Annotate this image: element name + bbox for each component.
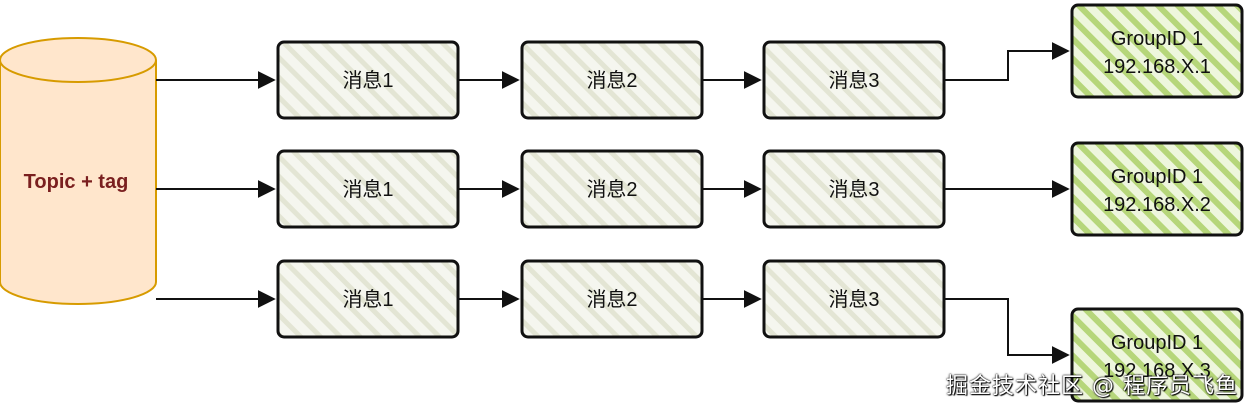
group-box: GroupID 1 192.168.X.1	[1070, 3, 1244, 99]
message-row: 消息1 消息2 消息3 GroupID 1 192.168.X.1	[156, 3, 1244, 120]
group-name: GroupID 1	[1111, 28, 1203, 50]
group-box: GroupID 1 192.168.X.3	[1070, 307, 1244, 403]
group-box-shape	[1070, 141, 1244, 237]
message-box: 消息1	[276, 259, 460, 339]
group-ip: 192.168.X.3	[1103, 360, 1211, 382]
group-box: GroupID 1 192.168.X.2	[1070, 141, 1244, 237]
message-label: 消息3	[828, 178, 879, 201]
message-label: 消息1	[342, 69, 393, 92]
message-box: 消息2	[520, 40, 704, 120]
group-ip: 192.168.X.1	[1103, 56, 1211, 78]
group-box-shape	[1070, 307, 1244, 403]
group-box-shape	[1070, 3, 1244, 99]
message-box: 消息1	[276, 40, 460, 120]
message-box: 消息3	[762, 149, 946, 229]
message-box: 消息2	[520, 149, 704, 229]
message-to-group-arrow	[944, 298, 1070, 364]
message-label: 消息1	[342, 178, 393, 201]
message-to-group-arrow	[944, 42, 1070, 81]
message-label: 消息2	[586, 288, 637, 311]
message-box: 消息1	[276, 149, 460, 229]
message-label: 消息1	[342, 288, 393, 311]
message-label: 消息3	[828, 288, 879, 311]
watermark: 掘金技术社区 @ 程序员飞鱼	[946, 374, 1238, 399]
topic-label: Topic + tag	[24, 171, 129, 193]
group-name: GroupID 1	[1111, 332, 1203, 354]
cylinder-top	[0, 37, 157, 83]
message-label: 消息3	[828, 69, 879, 92]
message-label: 消息2	[586, 69, 637, 92]
message-row: 消息1 消息2 消息3 GroupID 1 192.168.X.2	[156, 141, 1244, 237]
topic-cylinder: Topic + tag	[0, 37, 157, 305]
message-box: 消息2	[520, 259, 704, 339]
cylinder-body	[0, 60, 157, 305]
message-box: 消息3	[762, 259, 946, 339]
message-label: 消息2	[586, 178, 637, 201]
message-box: 消息3	[762, 40, 946, 120]
group-ip: 192.168.X.2	[1103, 194, 1211, 216]
group-name: GroupID 1	[1111, 166, 1203, 188]
